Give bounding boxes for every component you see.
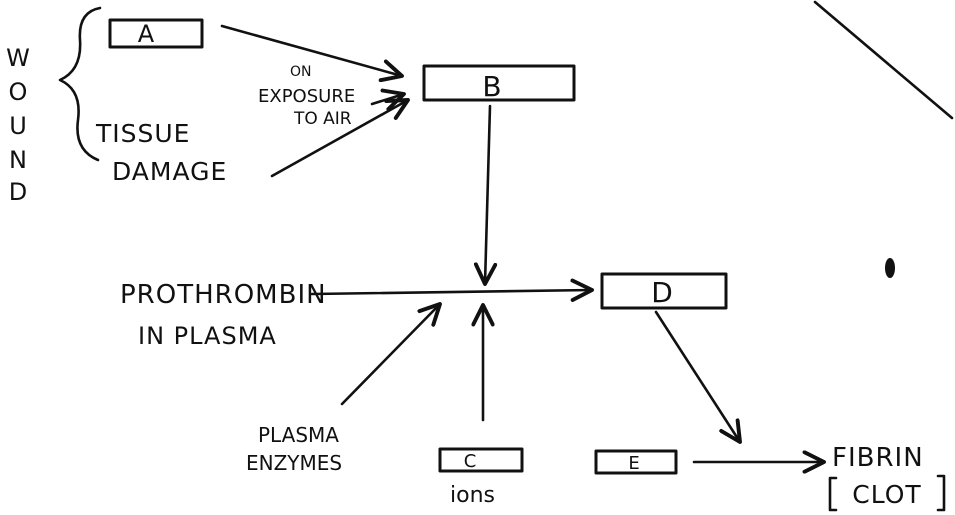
wound-letter-1: W: [6, 44, 30, 72]
clot-box: CLOT: [828, 474, 946, 512]
box-a-label: A: [138, 20, 155, 48]
arrow-exposure-to-b: [370, 88, 406, 112]
box-b: B: [422, 64, 576, 103]
arrow-a-to-b: [220, 24, 404, 83]
ink-blot: [885, 258, 895, 278]
ions-label: ions: [450, 483, 495, 508]
stray-pen-stroke: [813, 0, 954, 120]
box-c-label: C: [464, 451, 477, 472]
wound-letter-4: N: [9, 146, 27, 174]
wound-letter-5: D: [9, 178, 27, 206]
wound-label: W O U N D: [6, 44, 30, 206]
wound-brace: [58, 6, 102, 162]
to-air-label: TO AIR: [293, 109, 352, 129]
arrow-enzymes-to-junction: [340, 302, 442, 406]
enzymes-label: ENZYMES: [246, 451, 342, 475]
box-d-label: D: [651, 276, 673, 309]
wound-letter-2: O: [9, 78, 28, 106]
box-e-label: E: [628, 453, 639, 474]
clot-label: CLOT: [852, 480, 921, 509]
tissue-label: TISSUE: [95, 119, 190, 148]
plasma-label: PLASMA: [258, 423, 339, 447]
in-plasma-label: IN PLASMA: [138, 322, 277, 350]
prothrombin-label: PROTHROMBIN: [120, 280, 327, 310]
damage-label: DAMAGE: [112, 157, 227, 186]
on-label: ON: [290, 64, 312, 80]
box-b-label: B: [482, 70, 501, 103]
wound-letter-3: U: [9, 112, 27, 140]
arrow-d-to-fibrin: [654, 310, 742, 444]
fibrin-label: FIBRIN: [832, 443, 924, 473]
box-e: E: [594, 449, 678, 475]
arrow-b-down: [473, 104, 498, 286]
arrow-damage-to-b: [270, 98, 410, 178]
box-a: A: [108, 18, 204, 49]
box-c: C: [438, 447, 524, 473]
arrow-prothrombin-to-d: [310, 278, 594, 302]
box-d: D: [600, 272, 728, 310]
exposure-label: EXPOSURE: [258, 86, 355, 107]
